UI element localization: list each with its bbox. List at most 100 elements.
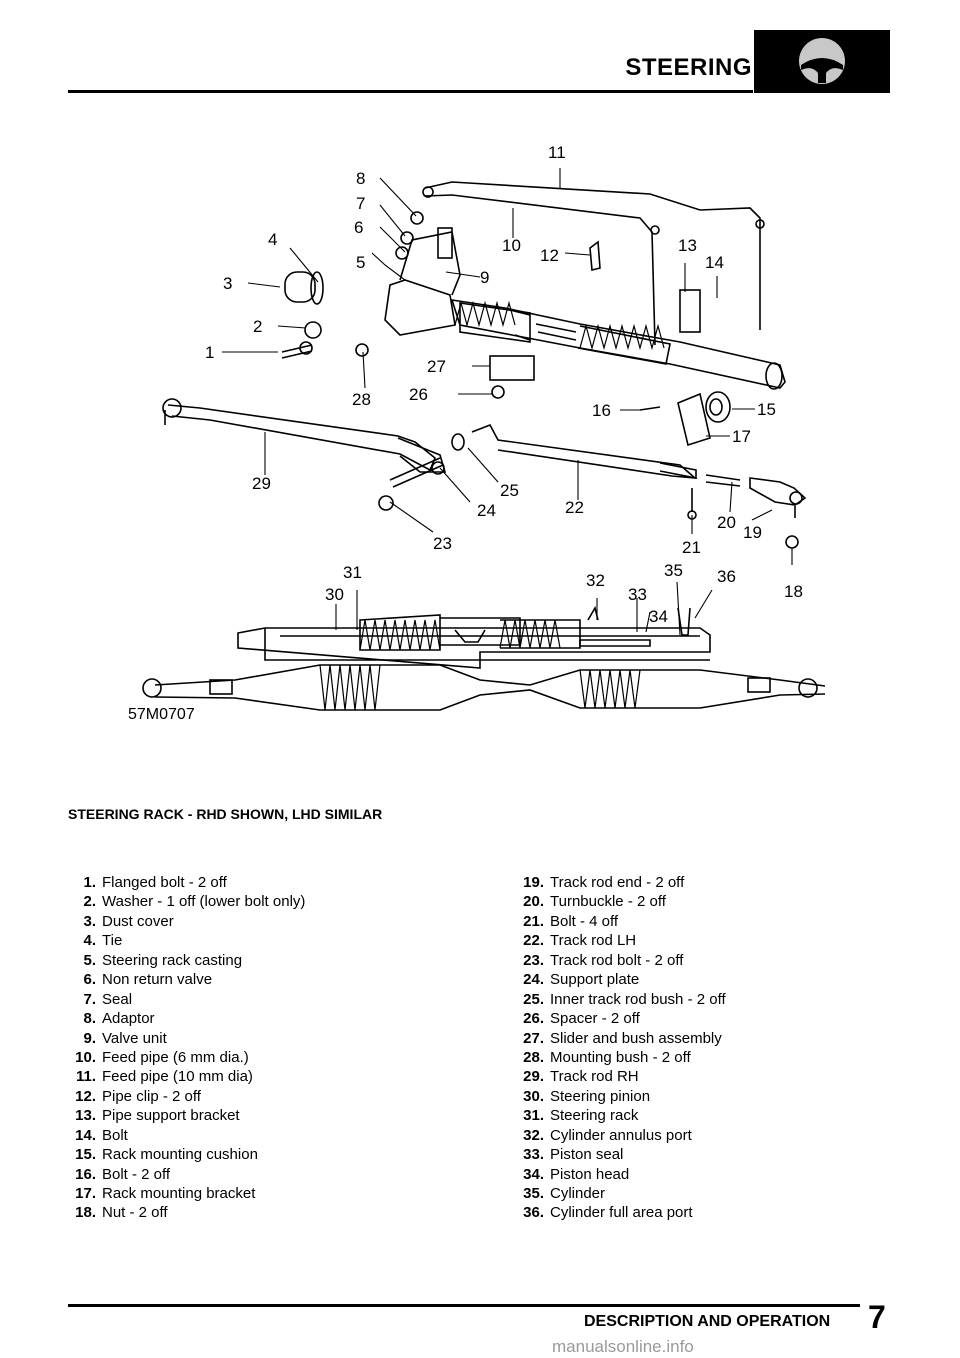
footer-section-title: DESCRIPTION AND OPERATION	[584, 1313, 831, 1330]
part-description: Slider and bush assembly	[550, 1029, 722, 1047]
callout-17: 17	[732, 427, 751, 446]
part-description: Turnbuckle - 2 off	[550, 893, 666, 911]
part-number: 15.	[75, 1146, 96, 1164]
part-number: 33.	[523, 1146, 544, 1164]
parts-list-item: 2.Washer - 1 off (lower bolt only)	[60, 892, 305, 911]
part-number: 35.	[523, 1185, 544, 1202]
parts-list-item: 5.Steering rack casting	[60, 951, 305, 970]
part-description: Washer - 1 off (lower bolt only)	[102, 893, 306, 911]
part-number: 9.	[83, 1029, 96, 1047]
part-number: 8.	[83, 1010, 96, 1028]
parts-list-item: 29.Track rod RH	[508, 1067, 726, 1086]
callout-13: 13	[678, 236, 697, 255]
parts-list-item: 25.Inner track rod bush - 2 off	[508, 990, 726, 1009]
callout-34: 34	[649, 607, 668, 626]
parts-list-item: 21.Bolt - 4 off	[508, 912, 726, 931]
parts-list-item: 27. Slider and bush assembly	[508, 1029, 726, 1048]
watermark: manualsonline.info	[552, 1337, 694, 1356]
callout-20: 20	[717, 513, 736, 532]
parts-list-item: 20. Turnbuckle - 2 off	[508, 892, 726, 911]
part-description: Flanged bolt - 2 off	[102, 874, 227, 891]
part-number: 6.	[83, 971, 96, 989]
parts-list-item: 13. Pipe support bracket	[60, 1106, 305, 1125]
part-description: Tie	[102, 932, 123, 950]
parts-list-item: 23.Track rod bolt - 2 off	[508, 951, 726, 970]
part-number: 4.	[83, 932, 96, 950]
parts-list-item: 36. Cylinder full area port	[508, 1203, 726, 1222]
callout-33: 33	[628, 585, 647, 604]
part-description: Piston seal	[550, 1146, 624, 1164]
part-description: Rack mounting bracket	[102, 1185, 256, 1202]
callout-12: 12	[540, 246, 559, 265]
parts-list-right: 19. Track rod end - 2 off 20. Turnbuckle - …	[508, 873, 726, 1223]
part-number: 29.	[523, 1068, 544, 1086]
callout-36: 36	[717, 567, 736, 586]
parts-list-item: 11. Feed pipe (10 mm dia)	[60, 1067, 305, 1086]
parts-list-item: 18.Nut - 2 off	[60, 1203, 305, 1222]
parts-list-item: 19. Track rod end - 2 off	[508, 873, 726, 892]
parts-list-item: 12.Pipe clip - 2 off	[60, 1087, 305, 1106]
part-number: 34.	[523, 1165, 544, 1183]
callout-3: 3	[223, 274, 232, 293]
part-description: Cylinder full area port	[550, 1204, 693, 1222]
parts-list-item: 8. Adaptor	[60, 1009, 305, 1028]
part-description: Track rod end - 2 off	[550, 874, 685, 891]
parts-list-item: 4. Tie	[60, 931, 305, 950]
part-description: Feed pipe (6 mm dia.)	[102, 1048, 249, 1066]
part-number: 32.	[523, 1126, 544, 1144]
callout-31: 31	[343, 563, 362, 582]
parts-list-item: 34. Piston head	[508, 1165, 726, 1184]
part-number: 23.	[523, 951, 544, 969]
callout-16: 16	[592, 401, 611, 420]
part-description: Steering pinion	[550, 1087, 651, 1105]
section-icon-block	[754, 30, 890, 93]
part-number: 24.	[523, 971, 544, 989]
parts-list-item: 14.Bolt	[60, 1126, 305, 1145]
part-number: 36.	[523, 1204, 544, 1222]
parts-list-item: 7.Seal	[60, 990, 305, 1009]
parts-list-item: 35.Cylinder	[508, 1184, 726, 1203]
part-number: 13.	[75, 1107, 96, 1125]
header-rule	[68, 90, 753, 93]
part-number: 11.	[75, 1068, 96, 1086]
callout-35: 35	[664, 561, 683, 580]
parts-list-item: 17.Rack mounting bracket	[60, 1184, 305, 1203]
callout-9: 9	[480, 268, 489, 287]
callout-6: 6	[354, 218, 363, 237]
page-number: 7	[868, 1299, 886, 1335]
parts-list-item: 3.Dust cover	[60, 912, 305, 931]
footer-rule	[68, 1304, 860, 1307]
part-number: 31.	[523, 1107, 544, 1125]
part-number: 27.	[523, 1029, 544, 1047]
callout-25: 25	[500, 481, 519, 500]
part-description: Support plate	[550, 971, 640, 989]
part-number: 3.	[83, 912, 96, 930]
part-description: Rack mounting cushion	[102, 1146, 258, 1164]
part-description: Pipe support bracket	[102, 1107, 240, 1125]
part-description: Nut - 2 off	[102, 1204, 168, 1222]
callout-5: 5	[356, 253, 365, 272]
callout-11: 11	[548, 143, 566, 162]
parts-list-item: 24. Support plate	[508, 970, 726, 989]
part-description: Bolt - 2 off	[102, 1165, 171, 1183]
part-description: Steering rack casting	[102, 951, 243, 969]
parts-list-item: 16. Bolt - 2 off	[60, 1165, 305, 1184]
part-number: 16.	[75, 1165, 96, 1183]
part-description: Mounting bush - 2 off	[550, 1048, 691, 1066]
part-description: Feed pipe (10 mm dia)	[102, 1068, 253, 1086]
callout-29: 29	[252, 474, 271, 493]
part-description: Non return valve	[102, 971, 213, 989]
parts-list-item: 31.Steering rack	[508, 1106, 726, 1125]
part-description: Piston head	[550, 1165, 630, 1183]
part-description: Adaptor	[102, 1010, 155, 1028]
callout-24: 24	[477, 501, 496, 520]
part-number: 1.	[83, 874, 96, 891]
part-number: 26.	[523, 1010, 544, 1028]
parts-list-item: 32.Cylinder annulus port	[508, 1126, 726, 1145]
section-title: STEERING	[625, 54, 752, 81]
parts-list-item: 9.Valve unit	[60, 1029, 305, 1048]
callout-26: 26	[409, 385, 428, 404]
part-number: 19.	[523, 874, 544, 891]
part-number: 30.	[523, 1087, 544, 1105]
part-number: 20.	[523, 893, 544, 911]
